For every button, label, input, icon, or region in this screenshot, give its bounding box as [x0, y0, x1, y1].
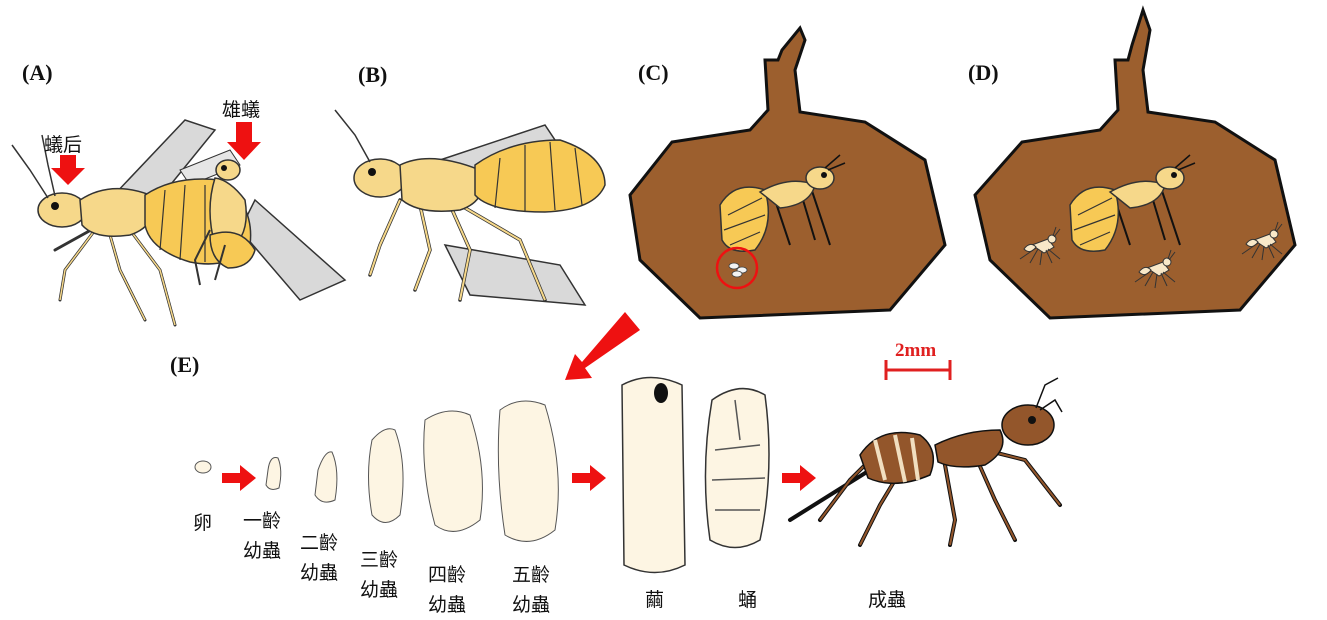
stage-label-larva5: 五齡 幼蟲: [512, 560, 550, 620]
queen-arrow: [51, 155, 85, 185]
stage-label-larva3-line2: 幼蟲: [360, 575, 398, 605]
panel-label-c: (C): [638, 60, 669, 86]
stage-label-larva2: 二齡 幼蟲: [300, 528, 338, 588]
egg-shape: [195, 461, 211, 473]
larva3-shape: [369, 429, 404, 523]
stage-label-larva1-line1: 一齡: [243, 506, 281, 536]
colony-chamber: [975, 10, 1295, 318]
queen-head: [38, 193, 86, 227]
stage-label-larva5-line2: 幼蟲: [512, 590, 550, 620]
panel-label-d: (D): [968, 60, 999, 86]
larva5-shape: [498, 401, 558, 541]
nest-chamber-c: [630, 28, 945, 318]
male-head: [216, 160, 240, 180]
cocoon-shape: [622, 378, 685, 573]
nest-chamber-d: [975, 10, 1295, 318]
scale-bar-label: 2mm: [895, 340, 936, 362]
founding-chamber: [630, 28, 945, 318]
transition-arrow: [565, 312, 640, 380]
stage-label-adult: 成蟲: [868, 585, 906, 612]
panel-label-e: (E): [170, 352, 199, 378]
panel-label-b: (B): [358, 62, 387, 88]
larva1-shape: [266, 458, 281, 490]
stage-label-larva2-line1: 二齡: [300, 528, 338, 558]
larva2-shape: [315, 452, 337, 502]
stage-label-larva3-line1: 三齡: [360, 545, 398, 575]
arrow-larva-to-cocoon: [572, 465, 606, 491]
stage-label-larva4: 四齡 幼蟲: [428, 560, 466, 620]
larva4-shape: [424, 411, 483, 531]
adult-ant-illustration: [790, 378, 1062, 545]
stage-label-larva4-line1: 四齡: [428, 560, 466, 590]
stage-label-larva3: 三齡 幼蟲: [360, 545, 398, 605]
stage-label-larva1: 一齡 幼蟲: [243, 506, 281, 566]
queen-d-gaster: [1070, 187, 1118, 251]
panel-label-a: (A): [22, 60, 53, 86]
scale-bar-line: [886, 360, 950, 380]
stage-label-larva5-line1: 五齡: [512, 560, 550, 590]
stage-label-egg: 卵: [193, 508, 212, 535]
queen-b-head: [354, 159, 406, 197]
adult-head: [1002, 405, 1054, 445]
stage-label-cocoon: 繭: [645, 585, 664, 612]
queen-annotation: 蟻后: [44, 130, 82, 157]
stage-label-larva4-line2: 幼蟲: [428, 590, 466, 620]
stage-label-larva1-line2: 幼蟲: [243, 536, 281, 566]
queen-c-gaster: [720, 187, 768, 251]
winged-queen-illustration: [335, 110, 605, 305]
arrow-egg-to-larva: [222, 465, 256, 491]
stage-label-pupa: 蛹: [738, 585, 757, 612]
male-annotation: 雄蟻: [222, 95, 260, 122]
stage-label-larva2-line2: 幼蟲: [300, 558, 338, 588]
arrow-pupa-to-adult: [782, 465, 816, 491]
